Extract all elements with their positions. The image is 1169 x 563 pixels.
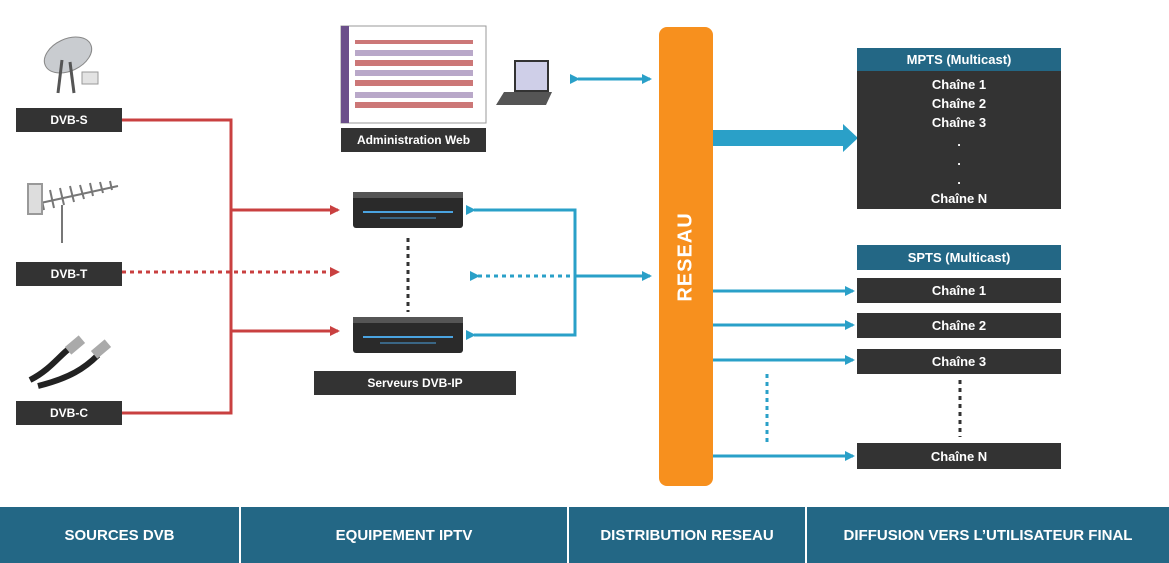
footer-bar: SOURCES DVB EQUIPEMENT IPTV DISTRIBUTION… <box>0 507 1169 563</box>
spts-arrows <box>713 286 855 461</box>
source-lines <box>122 118 340 415</box>
mpts-arrow <box>713 124 858 152</box>
footer-equipment: EQUIPEMENT IPTV <box>335 526 473 544</box>
mpts-channel: Chaîne 3 <box>931 115 987 130</box>
satellite-dish-icon <box>43 36 99 94</box>
footer-sources: SOURCES DVB <box>64 526 175 544</box>
mpts-ellipsis: . <box>957 153 961 168</box>
spts-channel: Chaîne N <box>857 443 1061 469</box>
footer-divider <box>805 507 807 563</box>
spts-channel: Chaîne 1 <box>857 278 1061 303</box>
source-label-dvbc: DVB-C <box>16 401 122 425</box>
laptop-icon <box>496 60 552 105</box>
server-network-lines <box>466 74 652 340</box>
spts-title: SPTS (Multicast) <box>857 245 1061 270</box>
admin-web-label: Administration Web <box>341 128 486 152</box>
footer-divider <box>239 507 241 563</box>
servers-label: Serveurs DVB-IP <box>314 371 516 395</box>
spts-channel: Chaîne 3 <box>857 349 1061 374</box>
server-icon <box>353 317 463 353</box>
footer-divider <box>567 507 569 563</box>
mpts-ellipsis: . <box>957 172 961 187</box>
mpts-channel-list: Chaîne 1 Chaîne 2 Chaîne 3 . . . Chaîne … <box>857 71 1061 209</box>
server-icon <box>353 192 463 228</box>
mpts-channel: Chaîne 2 <box>931 96 987 111</box>
source-label-dvbs: DVB-S <box>16 108 122 132</box>
network-bar: RESEAU <box>659 27 713 486</box>
mpts-title: MPTS (Multicast) <box>857 48 1061 71</box>
coax-cable-icon <box>28 335 112 389</box>
web-admin-screenshot-icon <box>340 25 487 124</box>
mpts-channel: Chaîne 1 <box>931 77 987 92</box>
mpts-ellipsis: . <box>957 134 961 149</box>
source-label-dvbt: DVB-T <box>16 262 122 286</box>
footer-diffusion: DIFFUSION VERS L’UTILISATEUR FINAL <box>843 526 1133 544</box>
antenna-icon <box>27 180 119 243</box>
spts-channel: Chaîne 2 <box>857 313 1061 338</box>
footer-distribution: DISTRIBUTION RESEAU <box>600 526 774 544</box>
network-label: RESEAU <box>674 211 697 302</box>
mpts-channel: Chaîne N <box>930 191 988 206</box>
